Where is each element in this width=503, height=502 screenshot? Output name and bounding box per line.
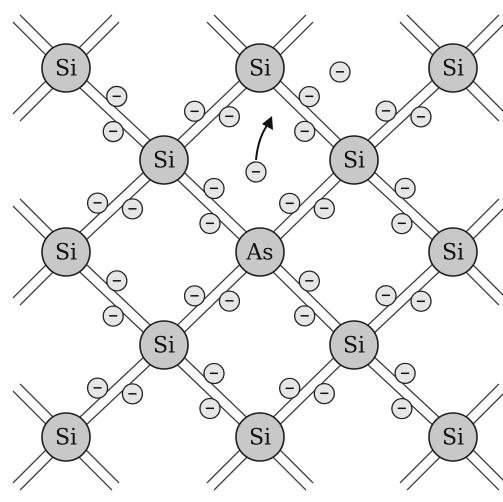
svg-text:−: − bbox=[335, 65, 346, 80]
svg-text:−: − bbox=[209, 182, 220, 197]
svg-text:−: − bbox=[396, 217, 407, 232]
electron-icon: − bbox=[103, 306, 123, 326]
svg-text:−: − bbox=[304, 274, 315, 289]
svg-text:−: − bbox=[284, 196, 295, 211]
atom-si: Si bbox=[330, 136, 378, 184]
electron-icon: − bbox=[107, 86, 127, 106]
atom-si: Si bbox=[429, 44, 477, 92]
electron-icon: − bbox=[107, 271, 127, 291]
svg-text:−: − bbox=[205, 401, 216, 416]
electron-icon: − bbox=[395, 363, 415, 383]
atom-si: Si bbox=[236, 44, 284, 92]
svg-text:−: − bbox=[224, 110, 235, 125]
electron-icon: − bbox=[330, 62, 350, 82]
svg-text:−: − bbox=[111, 89, 122, 104]
atom-label: Si bbox=[442, 241, 464, 266]
electron-icon: − bbox=[314, 199, 334, 219]
atom-label: Si bbox=[249, 426, 271, 451]
electron-icon: − bbox=[280, 378, 300, 398]
atom-label: Si bbox=[343, 149, 365, 174]
svg-text:−: − bbox=[381, 104, 392, 119]
electron-icon: − bbox=[314, 384, 334, 404]
svg-text:−: − bbox=[189, 289, 200, 304]
electron-icon: − bbox=[411, 291, 431, 311]
svg-text:−: − bbox=[319, 387, 330, 402]
svg-text:−: − bbox=[209, 367, 220, 382]
atom-label: Si bbox=[343, 334, 365, 359]
svg-text:−: − bbox=[299, 124, 310, 139]
atom-si: Si bbox=[42, 44, 90, 92]
electron-icon: − bbox=[88, 193, 108, 213]
svg-text:−: − bbox=[319, 202, 330, 217]
electron-icon: − bbox=[200, 398, 220, 418]
atom-si: Si bbox=[330, 321, 378, 369]
atom-label: Si bbox=[55, 241, 77, 266]
electron-icon: − bbox=[299, 87, 319, 107]
svg-text:−: − bbox=[400, 366, 411, 381]
atom-label: Si bbox=[153, 334, 175, 359]
atom-si: Si bbox=[140, 136, 188, 184]
electron-icon: − bbox=[411, 107, 431, 127]
electron-icon: − bbox=[122, 199, 142, 219]
atom-si: Si bbox=[236, 413, 284, 461]
electron-icon: − bbox=[395, 178, 415, 198]
svg-text:−: − bbox=[92, 381, 103, 396]
svg-text:−: − bbox=[127, 202, 138, 217]
atom-label: Si bbox=[249, 57, 271, 82]
svg-text:−: − bbox=[251, 165, 262, 180]
electron-icon: − bbox=[204, 364, 224, 384]
arrow-shaft bbox=[256, 124, 268, 160]
atom-as: As bbox=[236, 228, 284, 276]
svg-text:−: − bbox=[396, 402, 407, 417]
atom-si: Si bbox=[140, 321, 188, 369]
atom-label: Si bbox=[55, 57, 77, 82]
electron-icon: − bbox=[103, 122, 123, 142]
atom-si: Si bbox=[42, 228, 90, 276]
electron-icon: − bbox=[122, 384, 142, 404]
electron-icon: − bbox=[392, 214, 412, 234]
svg-text:−: − bbox=[205, 216, 216, 231]
electron-icon: − bbox=[219, 291, 239, 311]
electron-icon: − bbox=[246, 162, 266, 182]
svg-text:−: − bbox=[299, 309, 310, 324]
svg-text:−: − bbox=[304, 90, 315, 105]
electron-icon: − bbox=[376, 286, 396, 306]
electron-icon: − bbox=[295, 306, 315, 326]
atom-label: Si bbox=[153, 149, 175, 174]
atom-label: Si bbox=[442, 426, 464, 451]
electron-icon: − bbox=[204, 179, 224, 199]
atom-si: Si bbox=[429, 228, 477, 276]
electron-motion-arrow bbox=[256, 116, 273, 160]
atom-label: Si bbox=[55, 426, 77, 451]
svg-text:−: − bbox=[381, 289, 392, 304]
svg-text:−: − bbox=[92, 196, 103, 211]
atom-si: Si bbox=[429, 413, 477, 461]
atom-si: Si bbox=[42, 413, 90, 461]
electron-icon: − bbox=[392, 399, 412, 419]
svg-text:−: − bbox=[189, 104, 200, 119]
svg-text:−: − bbox=[108, 125, 119, 140]
atom-label: As bbox=[245, 241, 273, 266]
electron-icon: − bbox=[200, 213, 220, 233]
svg-text:−: − bbox=[415, 110, 426, 125]
electron-icon: − bbox=[299, 271, 319, 291]
svg-text:−: − bbox=[400, 181, 411, 196]
electron-icon: − bbox=[185, 101, 205, 121]
arrow-head bbox=[262, 116, 273, 130]
svg-text:−: − bbox=[284, 381, 295, 396]
electron-icon: − bbox=[376, 101, 396, 121]
electron-icon: − bbox=[185, 286, 205, 306]
electron-icon: − bbox=[88, 378, 108, 398]
svg-text:−: − bbox=[416, 294, 427, 309]
svg-text:−: − bbox=[108, 309, 119, 324]
svg-text:−: − bbox=[224, 294, 235, 309]
atom-label: Si bbox=[442, 57, 464, 82]
electron-icon: − bbox=[295, 121, 315, 141]
svg-text:−: − bbox=[127, 387, 138, 402]
svg-text:−: − bbox=[111, 274, 122, 289]
electron-icon: − bbox=[280, 193, 300, 213]
electron-icon: − bbox=[219, 107, 239, 127]
